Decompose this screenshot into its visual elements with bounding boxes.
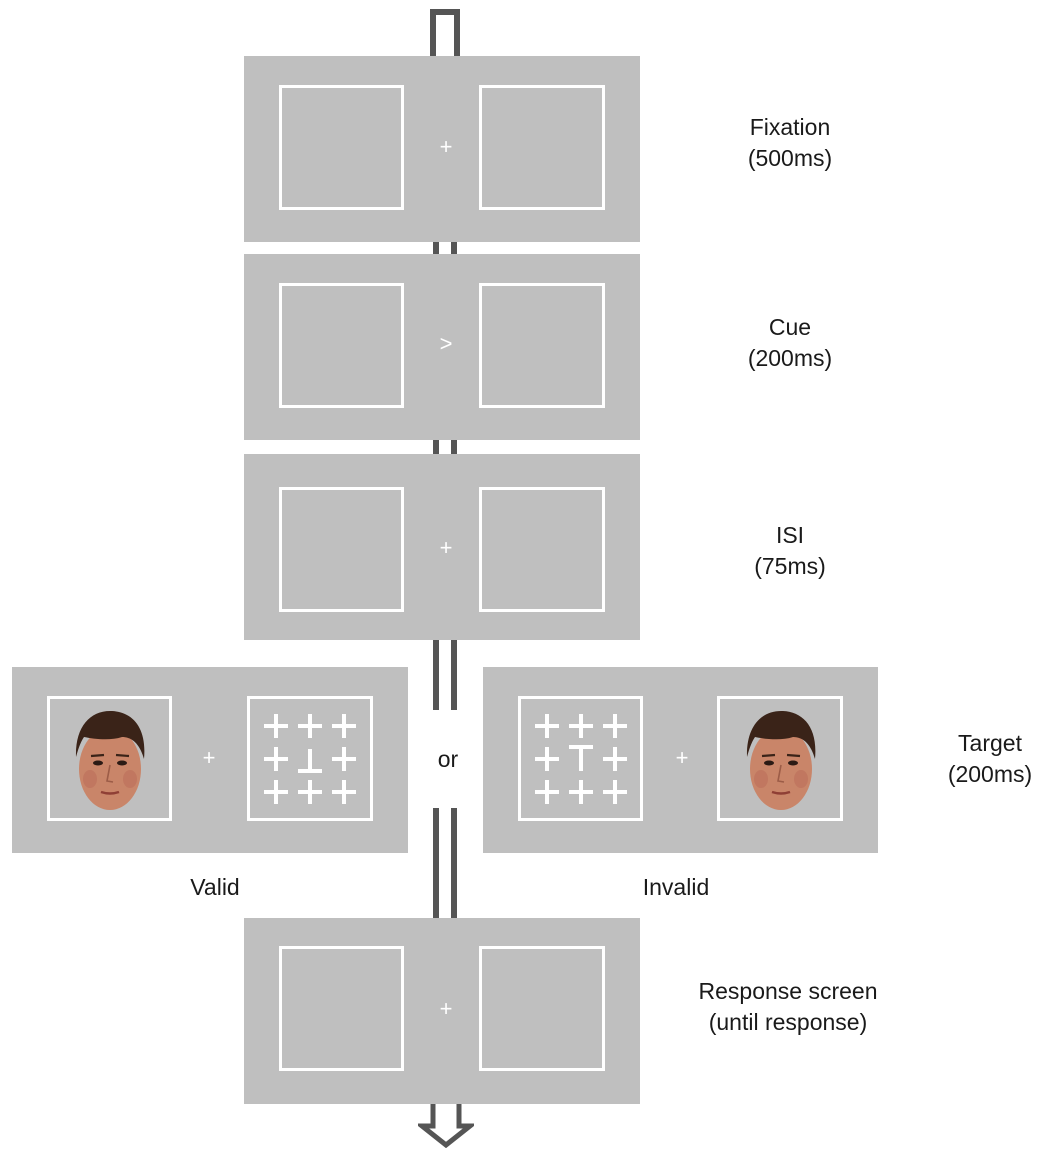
flow-pipe-right xyxy=(451,808,457,920)
stage-duration: (200ms) xyxy=(947,761,1033,787)
search-array xyxy=(264,714,356,804)
fixation-label: Fixation (500ms) xyxy=(710,112,870,174)
face-image xyxy=(746,710,816,810)
fixation-cross: + xyxy=(675,745,689,770)
flow-pipe-right xyxy=(451,438,457,456)
fixation-cross: + xyxy=(439,535,453,560)
flow-arrow-top xyxy=(430,9,460,60)
left-placeholder-box xyxy=(279,946,404,1071)
fixation-cross: + xyxy=(439,996,453,1021)
right-placeholder-box xyxy=(479,283,605,408)
or-separator: or xyxy=(437,746,459,772)
fixation-screen: + xyxy=(244,56,640,242)
search-array-box xyxy=(518,696,643,821)
stage-name: Cue xyxy=(768,314,812,340)
flow-arrow-head xyxy=(418,1104,474,1148)
stage-name: Fixation xyxy=(749,114,831,140)
flow-pipe-left xyxy=(433,438,439,456)
stage-name: Target xyxy=(958,730,1022,756)
right-placeholder-box xyxy=(479,487,605,612)
fixation-cross: + xyxy=(439,134,453,159)
flow-pipe-right xyxy=(451,240,457,256)
isi-label: ISI (75ms) xyxy=(710,520,870,582)
isi-screen: + xyxy=(244,454,640,640)
left-placeholder-box xyxy=(279,283,404,408)
invalid-condition-label: Invalid xyxy=(642,874,710,900)
flow-pipe-left xyxy=(433,808,439,920)
flow-pipe-left xyxy=(433,240,439,256)
stage-duration: (200ms) xyxy=(747,345,833,371)
stage-duration: (until response) xyxy=(708,1009,868,1035)
stage-duration: (75ms) xyxy=(754,553,826,579)
cue-label: Cue (200ms) xyxy=(710,312,870,374)
search-array xyxy=(535,714,627,804)
target-valid-screen: + xyxy=(12,667,408,853)
cue-arrow-symbol: > xyxy=(439,331,453,356)
fixation-cross: + xyxy=(202,745,216,770)
flow-pipe-right xyxy=(451,638,457,710)
target-invalid-screen: + xyxy=(483,667,878,853)
face-image xyxy=(75,710,145,810)
right-placeholder-box xyxy=(479,85,605,210)
search-array-box xyxy=(247,696,373,821)
right-placeholder-box xyxy=(479,946,605,1071)
left-placeholder-box xyxy=(279,487,404,612)
flow-pipe-left xyxy=(433,638,439,710)
target-label: Target (200ms) xyxy=(930,728,1050,790)
stage-name: Response screen xyxy=(698,978,878,1004)
cue-screen: > xyxy=(244,254,640,440)
stage-name: ISI xyxy=(775,522,805,548)
response-label: Response screen (until response) xyxy=(670,976,906,1038)
valid-condition-label: Valid xyxy=(190,874,240,900)
left-placeholder-box xyxy=(47,696,172,821)
right-placeholder-box xyxy=(717,696,843,821)
left-placeholder-box xyxy=(279,85,404,210)
response-screen: + xyxy=(244,918,640,1104)
stage-duration: (500ms) xyxy=(747,145,833,171)
